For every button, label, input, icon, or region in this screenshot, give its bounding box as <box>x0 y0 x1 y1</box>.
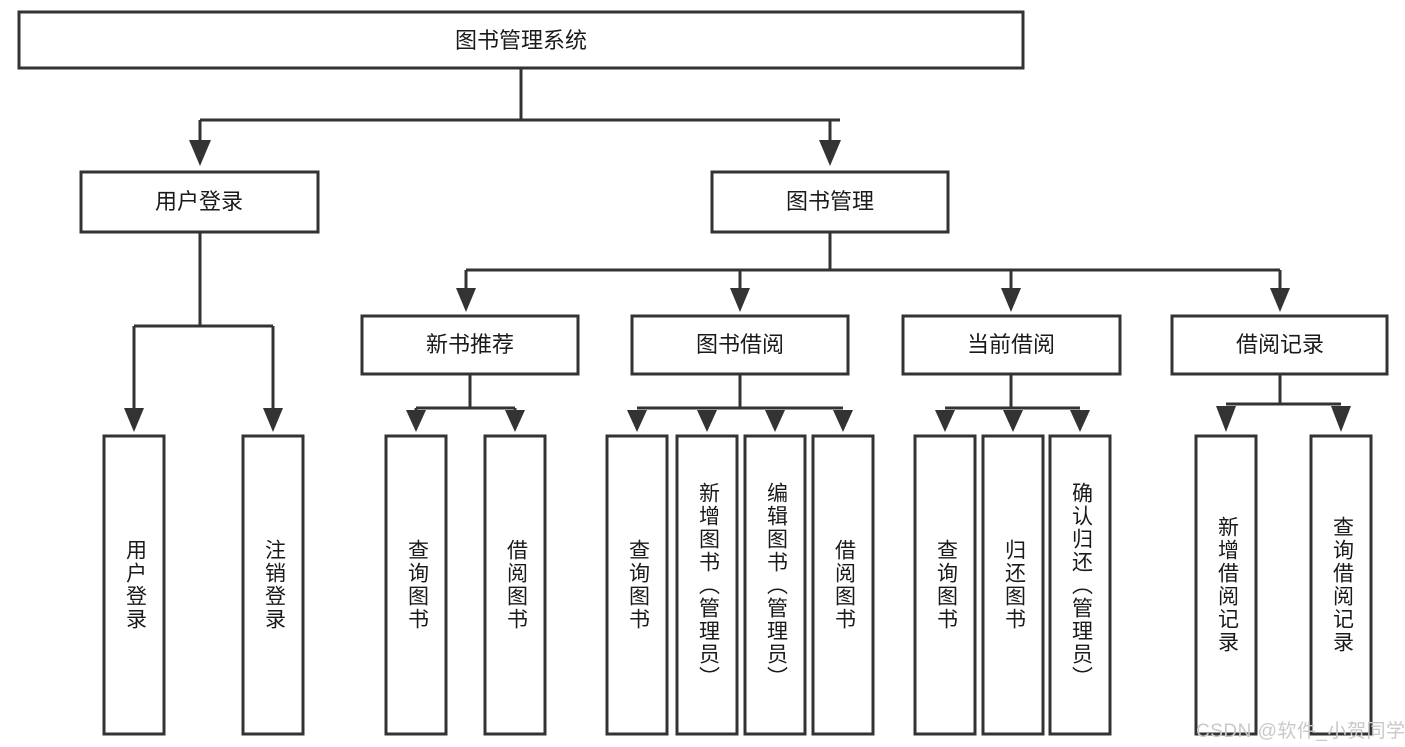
arrow-head-user-login <box>189 140 211 166</box>
connector-group-book-borrow <box>627 374 853 432</box>
node-borrow-record-label: 借阅记录 <box>1236 332 1324 357</box>
arrow-head-leaf-confirm-return <box>1070 410 1090 432</box>
arrow-head-leaf-query-book-borrow <box>627 410 647 432</box>
node-current-borrow[interactable]: 当前借阅 <box>901 314 1122 376</box>
node-book-manage-box[interactable] <box>710 170 950 234</box>
node-root-label: 图书管理系统 <box>455 28 587 53</box>
connector-group-new-book-rec <box>406 374 525 432</box>
leaf-box-edit-book[interactable] <box>743 434 807 736</box>
arrow-head-leaf-user-login <box>124 408 144 432</box>
node-book-borrow[interactable]: 图书借阅 <box>630 314 850 376</box>
leaf-box-borrow-book-rec[interactable] <box>483 434 547 736</box>
node-borrow-record[interactable]: 借阅记录 <box>1170 314 1389 376</box>
leaf-box-borrow-book[interactable] <box>811 434 875 736</box>
leaf-box-add-record[interactable] <box>1194 434 1258 736</box>
connector-group-user-login <box>124 232 283 432</box>
node-current-borrow-box[interactable] <box>901 314 1122 376</box>
arrow-head-leaf-add-book <box>697 410 717 432</box>
arrow-head-new-book-rec <box>456 288 476 312</box>
node-borrow-record-box[interactable] <box>1170 314 1389 376</box>
arrow-head-leaf-return-book <box>1003 410 1023 432</box>
arrow-head-leaf-query-record <box>1331 406 1351 432</box>
arrow-head-book-manage <box>819 140 841 166</box>
node-book-borrow-box[interactable] <box>630 314 850 376</box>
node-root[interactable]: 图书管理系统 <box>17 10 1025 70</box>
node-user-login[interactable]: 用户登录 <box>79 170 320 234</box>
leaf-box-group <box>102 434 1373 736</box>
node-new-book-rec[interactable]: 新书推荐 <box>360 314 580 376</box>
node-current-borrow-label: 当前借阅 <box>967 332 1055 357</box>
arrow-head-leaf-query-book-rec <box>406 410 426 432</box>
node-book-borrow-label: 图书借阅 <box>696 332 784 357</box>
arrow-head-leaf-borrow-book <box>833 410 853 432</box>
node-user-login-box[interactable] <box>79 170 320 234</box>
node-new-book-rec-label: 新书推荐 <box>426 332 514 357</box>
leaf-box-logout[interactable] <box>241 434 305 736</box>
leaf-box-add-book[interactable] <box>675 434 739 736</box>
arrow-head-current-borrow <box>1001 288 1021 312</box>
node-new-book-rec-box[interactable] <box>360 314 580 376</box>
arrow-head-leaf-edit-book <box>765 410 785 432</box>
arrow-head-borrow-record <box>1270 288 1290 312</box>
connector-group-book-manage <box>456 232 1290 312</box>
leaf-box-query-book-borrow[interactable] <box>605 434 669 736</box>
node-book-manage[interactable]: 图书管理 <box>710 170 950 234</box>
arrow-head-leaf-query-book-cur <box>935 410 955 432</box>
leaf-box-query-record[interactable] <box>1309 434 1373 736</box>
leaf-box-query-book-rec[interactable] <box>384 434 448 736</box>
arrow-head-leaf-borrow-book-rec <box>505 410 525 432</box>
leaf-box-query-book-cur[interactable] <box>913 434 977 736</box>
connector-group-current-borrow <box>935 374 1090 432</box>
connector-group-borrow-record <box>1216 374 1351 432</box>
node-root-box[interactable] <box>17 10 1025 70</box>
leaf-box-user-login[interactable] <box>102 434 166 736</box>
node-user-login-label: 用户登录 <box>155 189 243 214</box>
csdn-watermark: CSDN @软件_小贺同学 <box>1196 721 1405 742</box>
connector-group-root <box>189 68 841 166</box>
arrow-head-leaf-logout <box>263 408 283 432</box>
arrow-head-book-borrow <box>730 288 750 312</box>
leaf-box-return-book[interactable] <box>981 434 1045 736</box>
leaf-box-confirm-return[interactable] <box>1048 434 1112 736</box>
arrow-head-leaf-add-record <box>1216 406 1236 432</box>
node-book-manage-label: 图书管理 <box>786 189 874 214</box>
